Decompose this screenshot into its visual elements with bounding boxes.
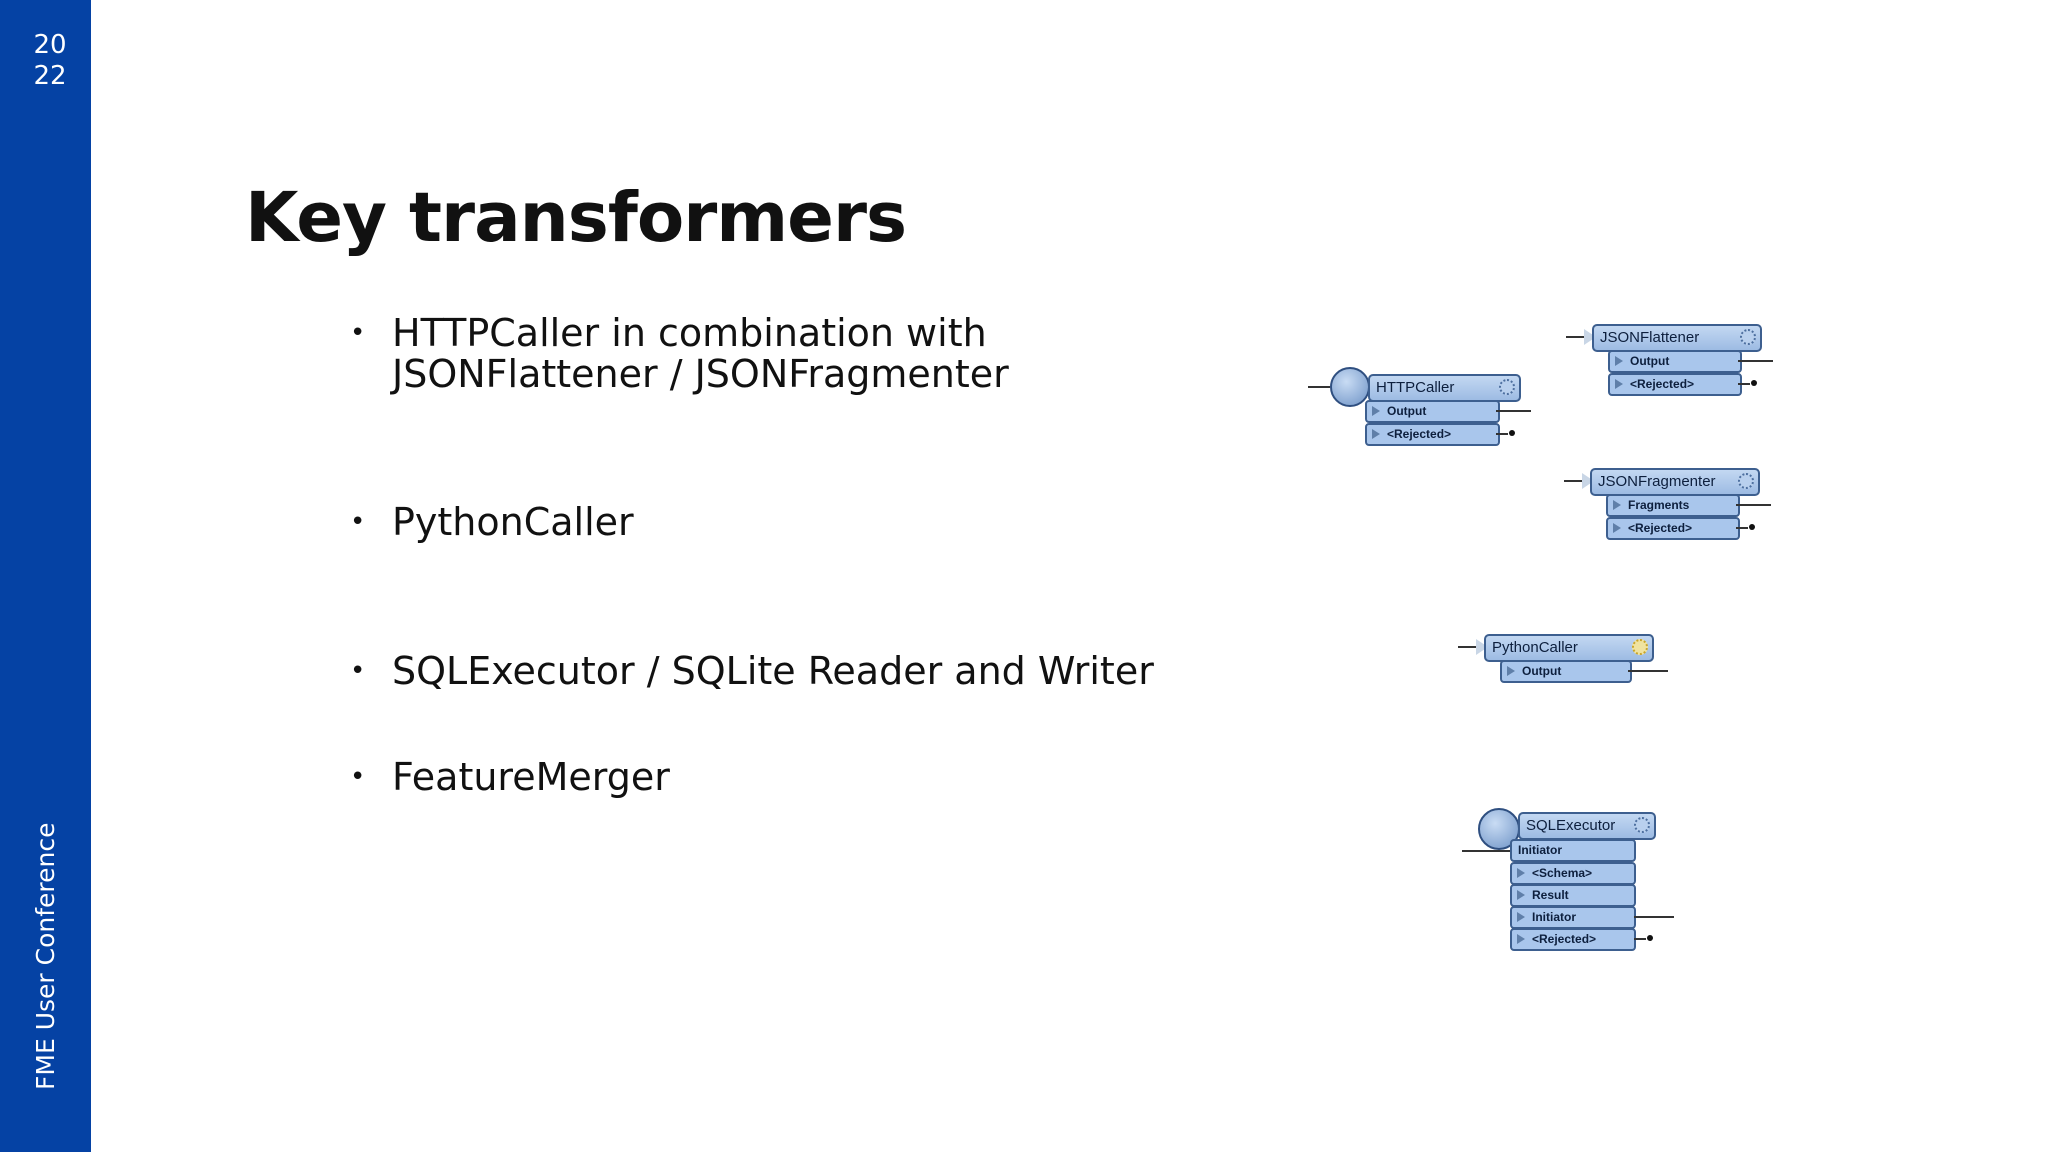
bullet-text: SQLExecutor / SQLite Reader and Writer xyxy=(392,649,1154,693)
year-line-2: 22 xyxy=(33,61,67,91)
bullet-text: HTTPCaller in combination with JSONFlatt… xyxy=(392,313,1009,395)
http-globe-icon xyxy=(1330,367,1370,407)
gear-icon xyxy=(1499,379,1515,395)
sqlexecutor-input-initiator: Initiator xyxy=(1510,839,1636,862)
bullet-dot: • xyxy=(350,656,366,686)
conference-label: FME User Conference xyxy=(31,822,60,1090)
bullet-text-line: JSONFlattener / JSONFragmenter xyxy=(392,352,1009,396)
httpcaller-header: HTTPCaller xyxy=(1368,374,1521,402)
jsonfragmenter-header: JSONFragmenter xyxy=(1590,468,1760,496)
port-triangle-icon xyxy=(1372,429,1380,439)
port-triangle-icon xyxy=(1615,356,1623,366)
year-label: 20 22 xyxy=(0,30,100,92)
httpcaller-name: HTTPCaller xyxy=(1376,379,1455,396)
jsonfragmenter-name: JSONFragmenter xyxy=(1598,473,1716,490)
port-triangle-icon xyxy=(1613,500,1621,510)
sqlexecutor-port-schema: <Schema> xyxy=(1510,862,1636,885)
bullet-dot: • xyxy=(350,318,366,348)
sidebar: 20 22 FME User Conference xyxy=(0,0,91,1152)
port-triangle-icon xyxy=(1615,379,1623,389)
port-triangle-icon xyxy=(1517,912,1525,922)
gear-icon xyxy=(1738,473,1754,489)
bullet-text-line: HTTPCaller in combination with xyxy=(392,311,987,355)
pythoncaller-header: PythonCaller xyxy=(1484,634,1654,662)
jsonfragmenter-port-fragments: Fragments xyxy=(1606,494,1740,517)
year-line-1: 20 xyxy=(33,30,67,60)
sqlexecutor-port-rejected: <Rejected> xyxy=(1510,928,1636,951)
bullet-text: PythonCaller xyxy=(392,500,634,544)
bullet-dot: • xyxy=(350,507,366,537)
jsonflattener-header: JSONFlattener xyxy=(1592,324,1762,352)
sqlexecutor-port-result: Result xyxy=(1510,884,1636,907)
port-triangle-icon xyxy=(1613,523,1621,533)
pythoncaller-port-output: Output xyxy=(1500,660,1632,683)
port-triangle-icon xyxy=(1507,666,1515,676)
jsonfragmenter-port-rejected: <Rejected> xyxy=(1606,517,1740,540)
jsonflattener-port-rejected: <Rejected> xyxy=(1608,373,1742,396)
sqlexecutor-name: SQLExecutor xyxy=(1526,817,1616,834)
gear-icon xyxy=(1634,817,1650,833)
port-triangle-icon xyxy=(1372,406,1380,416)
gear-icon xyxy=(1632,639,1648,655)
jsonflattener-port-output: Output xyxy=(1608,350,1742,373)
port-triangle-icon xyxy=(1517,890,1525,900)
sqlexecutor-header: SQLExecutor xyxy=(1518,812,1656,840)
gear-icon xyxy=(1740,329,1756,345)
bullet-text: FeatureMerger xyxy=(392,755,670,799)
httpcaller-port-output: Output xyxy=(1365,400,1500,423)
port-triangle-icon xyxy=(1517,868,1525,878)
slide-title: Key transformers xyxy=(245,178,907,258)
jsonflattener-name: JSONFlattener xyxy=(1600,329,1700,346)
sqlexecutor-port-initiator: Initiator xyxy=(1510,906,1636,929)
pythoncaller-name: PythonCaller xyxy=(1492,639,1578,656)
bullet-dot: • xyxy=(350,762,366,792)
httpcaller-port-rejected: <Rejected> xyxy=(1365,423,1500,446)
port-triangle-icon xyxy=(1517,934,1525,944)
